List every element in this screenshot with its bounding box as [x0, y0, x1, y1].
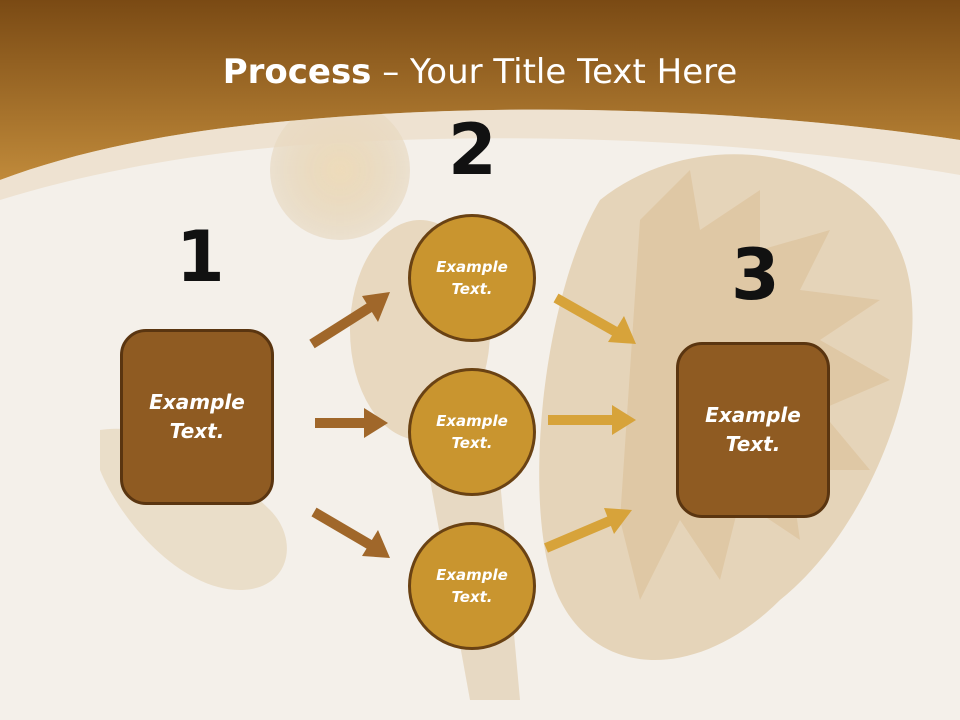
- right-box-line2: Text.: [725, 432, 781, 456]
- arrow-from-circle-3: [544, 508, 632, 553]
- arrow-from-circle-1: [553, 293, 636, 344]
- header-band: [0, 0, 960, 180]
- circle-1-line2: Text.: [451, 280, 493, 298]
- right-box-line1: Example: [705, 403, 801, 427]
- left-box-line1: Example: [149, 390, 245, 414]
- title-bold: Process: [222, 52, 372, 92]
- circle-3-line2: Text.: [451, 588, 493, 606]
- arrow-to-circle-2: [315, 408, 388, 438]
- step-number-3: 3: [731, 234, 780, 316]
- circle-3-line1: Example: [436, 565, 508, 584]
- circle-2-line1: Example: [436, 411, 508, 430]
- slide-title: Process – Your Title Text Here: [0, 52, 960, 92]
- left-box-line2: Text.: [169, 419, 225, 443]
- circle-1-line1: Example: [436, 257, 508, 276]
- arrow-to-circle-3: [311, 507, 390, 558]
- step-number-1: 1: [176, 216, 225, 298]
- arrow-to-circle-1: [309, 292, 390, 349]
- arrow-from-circle-2: [548, 405, 636, 435]
- header-swoosh: [0, 109, 960, 200]
- step-number-2: 2: [448, 109, 497, 191]
- circle-2-line2: Text.: [451, 434, 493, 452]
- title-rest: – Your Title Text Here: [371, 52, 738, 92]
